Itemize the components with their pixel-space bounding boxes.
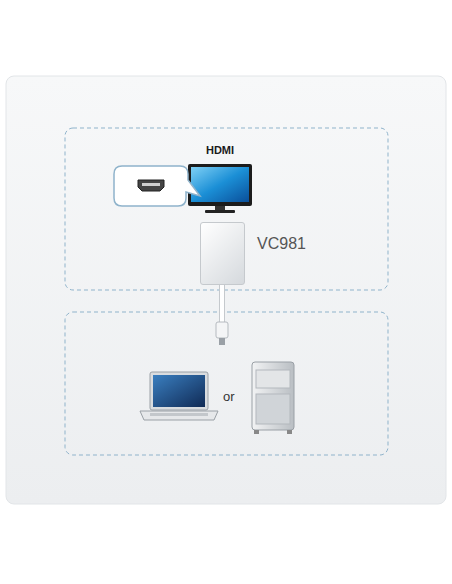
hdmi-port-callout	[114, 166, 200, 206]
monitor-node: HDMI	[186, 144, 254, 164]
hdmi-monitor	[188, 164, 252, 213]
computer-region	[65, 312, 388, 455]
connector-word: or	[223, 389, 235, 404]
adapter-box: VC981	[200, 222, 245, 285]
background-panel	[6, 76, 446, 504]
mini-displayport-cable	[216, 284, 228, 345]
desktop-tower	[252, 362, 294, 434]
port-label: HDMI	[186, 144, 254, 156]
model-name: VC981	[257, 235, 306, 253]
display-region	[65, 128, 388, 290]
laptop-computer	[140, 372, 218, 420]
